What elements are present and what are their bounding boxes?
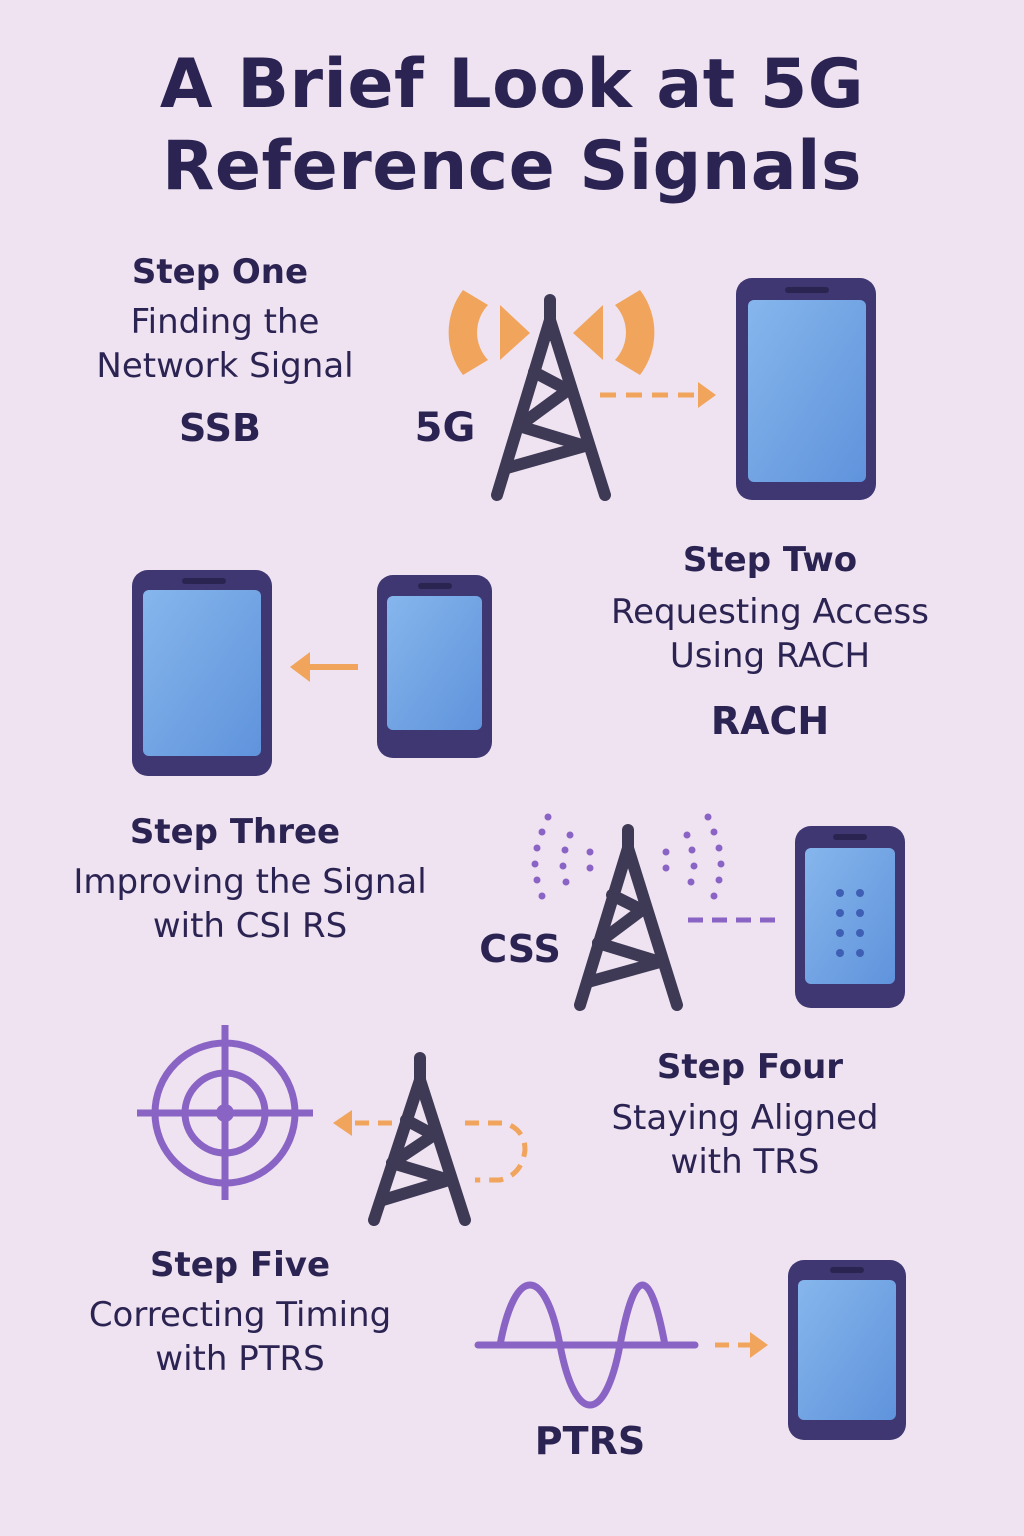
step-two-phone-icon xyxy=(377,575,492,758)
step-two-desc-line-2: Using RACH xyxy=(669,636,871,676)
step-three-desc-line-2: with CSI RS xyxy=(152,906,348,946)
title-line-1: A Brief Look at 5G xyxy=(159,45,865,124)
step-one-tower-label: 5G xyxy=(414,405,476,451)
step-four-tower-icon xyxy=(368,1052,471,1226)
step-five-code-label: PTRS xyxy=(534,1419,646,1463)
step-five-heading: Step Five xyxy=(149,1245,331,1285)
step-four-target-icon xyxy=(137,1025,313,1200)
step-three-signal-dots xyxy=(531,813,725,900)
step-one-desc-line-1: Finding the xyxy=(130,302,320,342)
step-three-heading: Step Three xyxy=(129,812,341,852)
step-five-tablet-icon xyxy=(788,1260,906,1440)
step-one-tablet-icon xyxy=(736,278,876,500)
step-five-sine-wave-icon xyxy=(474,1281,699,1409)
step-two-code-label: RACH xyxy=(710,699,830,743)
step-four-heading: Step Four xyxy=(656,1047,844,1087)
step-three-tower-icon xyxy=(574,824,683,1011)
page-title: A Brief Look at 5G Reference Signals xyxy=(0,44,1024,208)
step-four-dashed-loop xyxy=(465,1120,528,1183)
step-three-phone-icon xyxy=(795,826,905,1008)
step-four-desc-line-2: with TRS xyxy=(670,1142,820,1182)
step-three-code-label: CSS xyxy=(479,927,561,971)
step-one-tower-icon xyxy=(448,290,655,501)
step-two-desc-line-1: Requesting Access xyxy=(611,592,929,632)
step-four-desc-line-1: Staying Aligned xyxy=(611,1098,879,1138)
step-two-arrow xyxy=(290,652,358,682)
title-line-2: Reference Signals xyxy=(162,127,862,206)
step-one-heading: Step One xyxy=(131,252,309,292)
step-five-desc-line-2: with PTRS xyxy=(155,1339,325,1379)
step-one-dashed-arrow xyxy=(600,382,716,408)
step-two-large-tablet-icon xyxy=(132,570,272,776)
step-two-heading: Step Two xyxy=(682,540,858,580)
step-one-desc-line-2: Network Signal xyxy=(96,346,354,386)
step-three-desc-line-1: Improving the Signal xyxy=(73,862,427,902)
step-four-dashed-arrow xyxy=(333,1110,392,1136)
step-five-desc-line-1: Correcting Timing xyxy=(88,1295,392,1335)
step-one-code-label: SSB xyxy=(179,406,261,450)
step-five-dashed-arrow xyxy=(715,1332,768,1358)
